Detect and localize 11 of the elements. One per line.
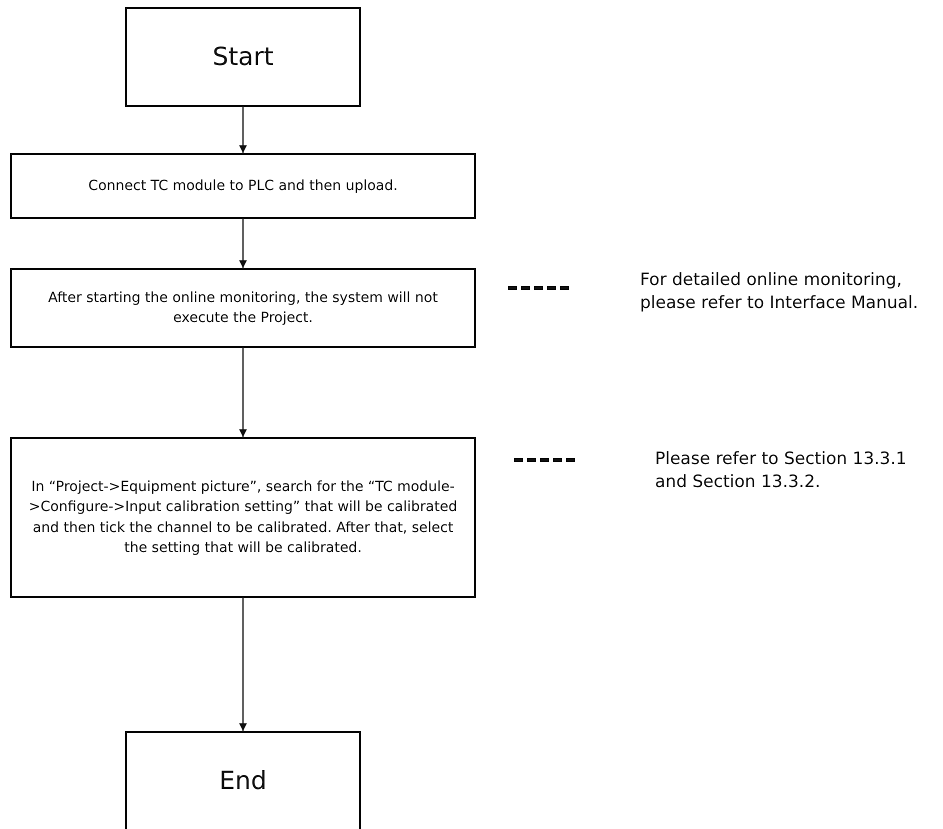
terminal-box: Start (125, 7, 361, 107)
note-text: Please refer to Section 13.3.1 and Section 13.3.2. (655, 448, 908, 494)
note-text: For detailed online monitoring, please refer to Interface Manual. (640, 269, 920, 315)
arrow (239, 598, 247, 731)
arrow (239, 348, 247, 437)
process-box: After starting the online monitoring, the system will not execute the Project. (10, 268, 476, 348)
arrow (239, 219, 247, 268)
terminal-box: End (125, 731, 361, 829)
arrow (239, 107, 247, 153)
process-box: Connect TC module to PLC and then upload. (10, 153, 476, 219)
process-box: In “Project->Equipment picture”, search for the “TC module->Configure->Input calibration setting” that will be calibrated and then tick the channel to be calibrated. After that, select the setting that will be calibrated. (10, 437, 476, 598)
